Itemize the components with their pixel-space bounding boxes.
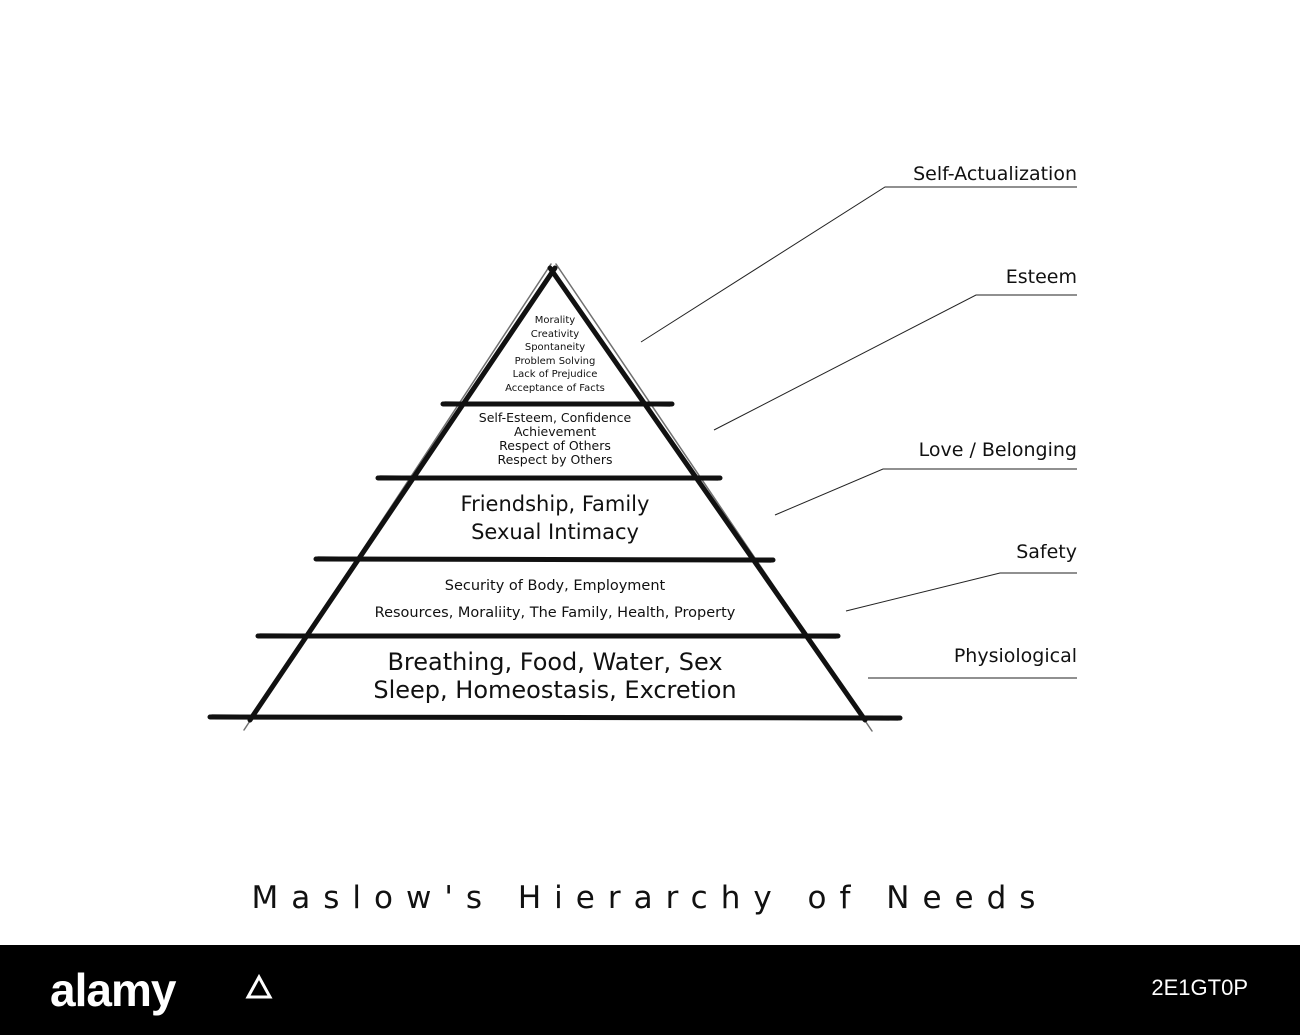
watermark-footer: alamy 2E1GT0P bbox=[0, 945, 1300, 1035]
pyramid-outline bbox=[207, 263, 903, 732]
level-text-self-actualization: Morality Creativity Spontaneity Problem … bbox=[455, 314, 655, 396]
leader-esteem bbox=[713, 294, 1077, 431]
level-label-self-actualization: Self-Actualization bbox=[913, 163, 1077, 185]
pyramid-right-edge bbox=[547, 265, 868, 723]
need-item: Resources, Moraliity, The Family, Health… bbox=[374, 605, 736, 621]
need-item: Self-Esteem, Confidence bbox=[478, 410, 632, 425]
level-label-love-belonging: Love / Belonging bbox=[918, 439, 1077, 461]
need-item: Respect of Others bbox=[499, 438, 611, 453]
need-item: Breathing, Food, Water, Sex bbox=[387, 648, 723, 676]
need-item: Sleep, Homeostasis, Excretion bbox=[373, 676, 737, 704]
level-label-safety: Safety bbox=[1016, 541, 1077, 563]
need-item: Morality bbox=[534, 315, 576, 326]
level-label-esteem: Esteem bbox=[1005, 266, 1077, 288]
leader-safety bbox=[845, 572, 1077, 612]
image-id: 2E1GT0P bbox=[1151, 975, 1248, 1000]
level-text-esteem: Self-Esteem, Confidence Achievement Resp… bbox=[440, 411, 670, 467]
level-label-physiological: Physiological bbox=[953, 645, 1077, 667]
level-text-love-belonging: Friendship, Family Sexual Intimacy bbox=[405, 490, 705, 546]
need-item: Friendship, Family bbox=[460, 492, 650, 516]
brand-mark-icon bbox=[245, 973, 273, 999]
brand-logo: alamy bbox=[50, 964, 176, 1016]
need-item: Problem Solving bbox=[514, 355, 596, 367]
need-item: Sexual Intimacy bbox=[471, 520, 639, 544]
need-item: Achievement bbox=[513, 424, 597, 439]
need-item: Creativity bbox=[530, 328, 580, 340]
leader-love bbox=[774, 468, 1077, 516]
leader-self-actualization bbox=[640, 186, 1077, 343]
level-text-physiological: Breathing, Food, Water, Sex Sleep, Homeo… bbox=[290, 648, 820, 704]
need-item: Security of Body, Employment bbox=[444, 578, 666, 594]
need-item: Lack of Prejudice bbox=[512, 369, 598, 381]
need-item: Respect by Others bbox=[497, 452, 613, 467]
diagram-title: Maslow's Hierarchy of Needs bbox=[251, 880, 1049, 916]
leader-lines bbox=[640, 186, 1077, 679]
need-item: Spontaneity bbox=[524, 342, 586, 354]
level-text-safety: Security of Body, Employment Resources, … bbox=[330, 573, 780, 627]
need-item: Acceptance of Facts bbox=[505, 382, 605, 394]
